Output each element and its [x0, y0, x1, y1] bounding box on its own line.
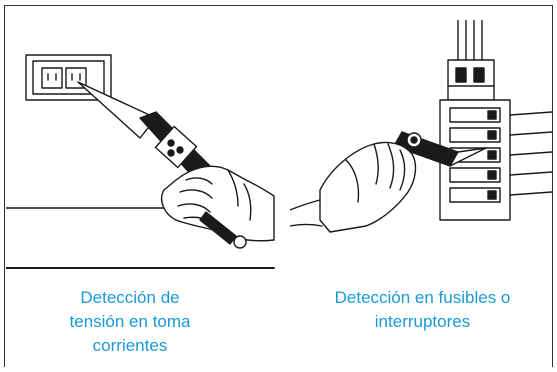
outlet-socket-right	[65, 67, 87, 89]
frame-border-right	[552, 5, 553, 367]
outlet-detection-illustration	[6, 54, 275, 269]
frame-border-left	[4, 5, 5, 367]
detector-tip	[77, 81, 157, 139]
caption-right-line-2: interruptores	[374, 312, 471, 331]
caption-left-line-1: Detección de	[80, 288, 180, 307]
detector-tip	[449, 147, 487, 167]
caption-left-line-2: tensión en toma	[69, 312, 191, 331]
fuse-5	[449, 187, 501, 203]
fuse-2	[449, 127, 501, 143]
glove-hand	[160, 165, 275, 242]
wall-plate-inner	[32, 60, 105, 95]
fuse-1	[449, 107, 501, 123]
caption-right-line-1: Detección en fusibles o	[334, 288, 511, 307]
wall-plate	[25, 54, 112, 101]
caption-left-line-3: corrientes	[92, 336, 168, 355]
caption-outlet-detection: Detección de tensión en toma corrientes	[20, 286, 240, 358]
glove-hand	[319, 141, 417, 233]
detector-window	[154, 125, 198, 169]
outlet-socket-left	[41, 67, 63, 89]
breaker-top	[447, 59, 495, 101]
frame-border-top	[4, 5, 552, 6]
caption-fuse-detection: Detección en fusibles o interruptores	[295, 286, 550, 334]
fuse-detection-illustration	[290, 20, 552, 233]
fuse-4	[449, 167, 501, 183]
